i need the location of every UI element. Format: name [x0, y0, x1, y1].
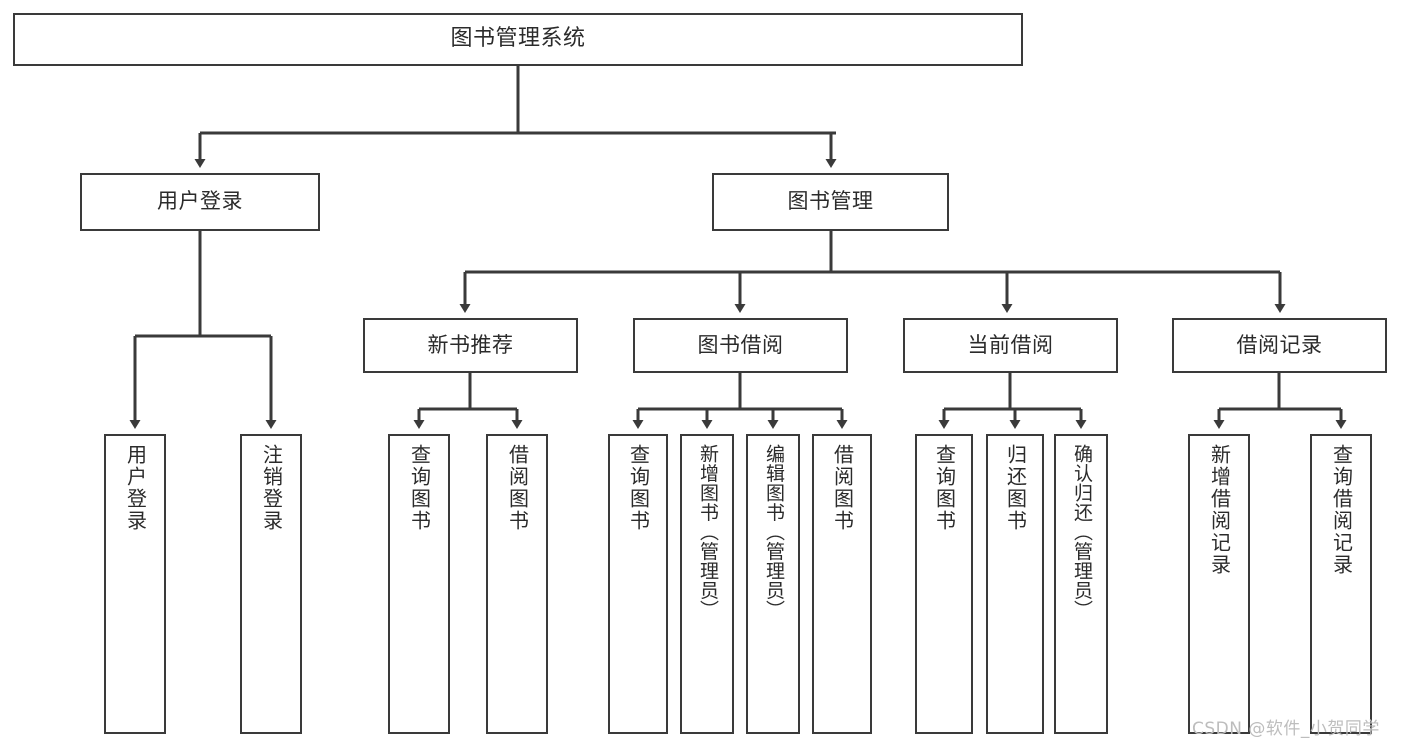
node-label: 图书借阅 — [697, 332, 784, 357]
node-user-login[interactable]: 用户登录 — [80, 173, 320, 231]
node-label: 归还图书 — [1003, 444, 1028, 532]
node-book-borrow[interactable]: 图书借阅 — [633, 318, 848, 373]
node-label: 用户登录 — [157, 189, 243, 214]
leaf-return-book[interactable]: 归还图书 — [986, 434, 1044, 734]
leaf-query-book-current[interactable]: 查询图书 — [915, 434, 973, 734]
leaf-borrow-book-recommend[interactable]: 借阅图书 — [486, 434, 548, 734]
node-label: 借阅记录 — [1236, 332, 1323, 357]
leaf-logout-login[interactable]: 注销登录 — [240, 434, 302, 734]
node-label: 查询借阅记录 — [1329, 444, 1354, 576]
node-new-book-recommend[interactable]: 新书推荐 — [363, 318, 578, 373]
leaf-query-book-recommend[interactable]: 查询图书 — [388, 434, 450, 734]
node-label: 编辑图书（管理员） — [762, 444, 785, 620]
node-label: 确认归还（管理员） — [1070, 444, 1093, 620]
node-label: 当前借阅 — [967, 332, 1054, 357]
node-label: 借阅图书 — [505, 444, 530, 532]
leaf-query-book-borrow[interactable]: 查询图书 — [608, 434, 668, 734]
leaf-confirm-return-admin[interactable]: 确认归还（管理员） — [1054, 434, 1108, 734]
leaf-add-borrow-record[interactable]: 新增借阅记录 — [1188, 434, 1250, 734]
node-label: 查询图书 — [407, 444, 432, 532]
node-label: 用户登录 — [123, 444, 148, 532]
node-label: 图书管理系统 — [450, 26, 586, 52]
node-label: 新书推荐 — [427, 332, 514, 357]
node-label: 图书管理 — [787, 189, 874, 214]
node-label: 注销登录 — [259, 444, 284, 532]
node-root-book-management-system[interactable]: 图书管理系统 — [13, 13, 1023, 66]
node-borrow-record[interactable]: 借阅记录 — [1172, 318, 1387, 373]
node-current-borrow[interactable]: 当前借阅 — [903, 318, 1118, 373]
leaf-borrow-book[interactable]: 借阅图书 — [812, 434, 872, 734]
node-label: 借阅图书 — [830, 444, 855, 532]
node-label: 新增图书（管理员） — [696, 444, 719, 620]
leaf-user-login[interactable]: 用户登录 — [104, 434, 166, 734]
leaf-add-book-admin[interactable]: 新增图书（管理员） — [680, 434, 734, 734]
node-book-management[interactable]: 图书管理 — [712, 173, 949, 231]
leaf-edit-book-admin[interactable]: 编辑图书（管理员） — [746, 434, 800, 734]
leaf-query-borrow-record[interactable]: 查询借阅记录 — [1310, 434, 1372, 734]
csdn-watermark: CSDN @软件_小贺同学 — [1192, 719, 1380, 739]
node-label: 查询图书 — [932, 444, 957, 532]
node-label: 查询图书 — [626, 444, 651, 532]
node-label: 新增借阅记录 — [1207, 444, 1232, 576]
